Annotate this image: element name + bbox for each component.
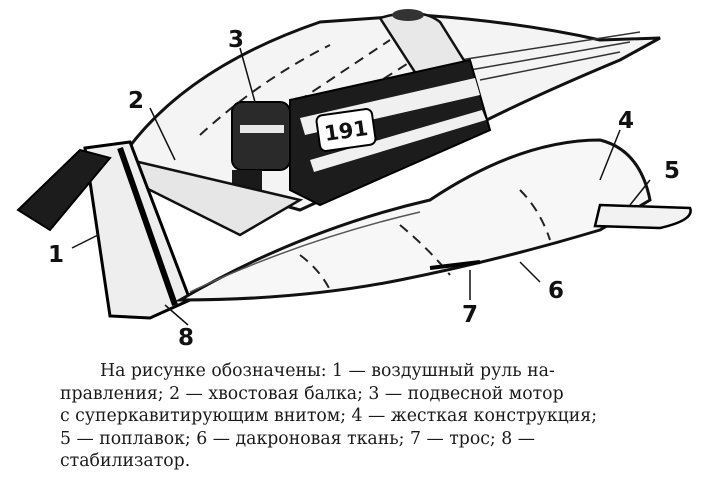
wing-fabric-dash bbox=[199, 34, 451, 136]
rudder-edge bbox=[117, 147, 178, 306]
float-pontoon bbox=[593, 203, 692, 230]
label-8: 8 bbox=[178, 325, 194, 350]
label-7: 7 bbox=[462, 302, 478, 328]
caption-line: На рисунке обозначены: 1 — воздушный рул… bbox=[100, 361, 555, 381]
figure-caption: На рисунке обозначены: 1 — воздушный рул… bbox=[60, 360, 650, 473]
pod-stripe-2 bbox=[310, 110, 486, 172]
rudder-stabilizer bbox=[16, 148, 112, 232]
caption-line: 5 — поплавок; 6 — дакроновая ткань; 7 — … bbox=[60, 428, 536, 449]
cable bbox=[429, 260, 481, 270]
main-hull bbox=[174, 138, 652, 302]
hull-shading bbox=[189, 211, 421, 293]
caption-line: правления; 2 — хвостовая балка; 3 — подв… bbox=[60, 383, 564, 404]
caption-line: с суперкавитирующим внитом; 4 — жесткая … bbox=[60, 406, 598, 426]
cockpit-dome bbox=[378, 11, 473, 82]
motor-cover-band bbox=[240, 125, 284, 133]
caption-line: стабилизатор. bbox=[60, 451, 191, 471]
label-3: 3 bbox=[228, 27, 244, 53]
leader-lines bbox=[71, 47, 651, 326]
label-2: 2 bbox=[128, 88, 144, 114]
nose-hatching bbox=[459, 31, 641, 81]
label-1: 1 bbox=[48, 242, 64, 268]
top-nub bbox=[392, 9, 424, 21]
number-plate bbox=[315, 108, 377, 152]
label-6: 6 bbox=[548, 278, 564, 304]
boat-illustration: 191 1 2 3 4 5 6 7 8 bbox=[16, 9, 692, 350]
label-4: 4 bbox=[618, 108, 634, 134]
outboard-motor bbox=[231, 101, 291, 171]
hull-dash bbox=[299, 189, 551, 291]
label-5: 5 bbox=[664, 158, 680, 184]
